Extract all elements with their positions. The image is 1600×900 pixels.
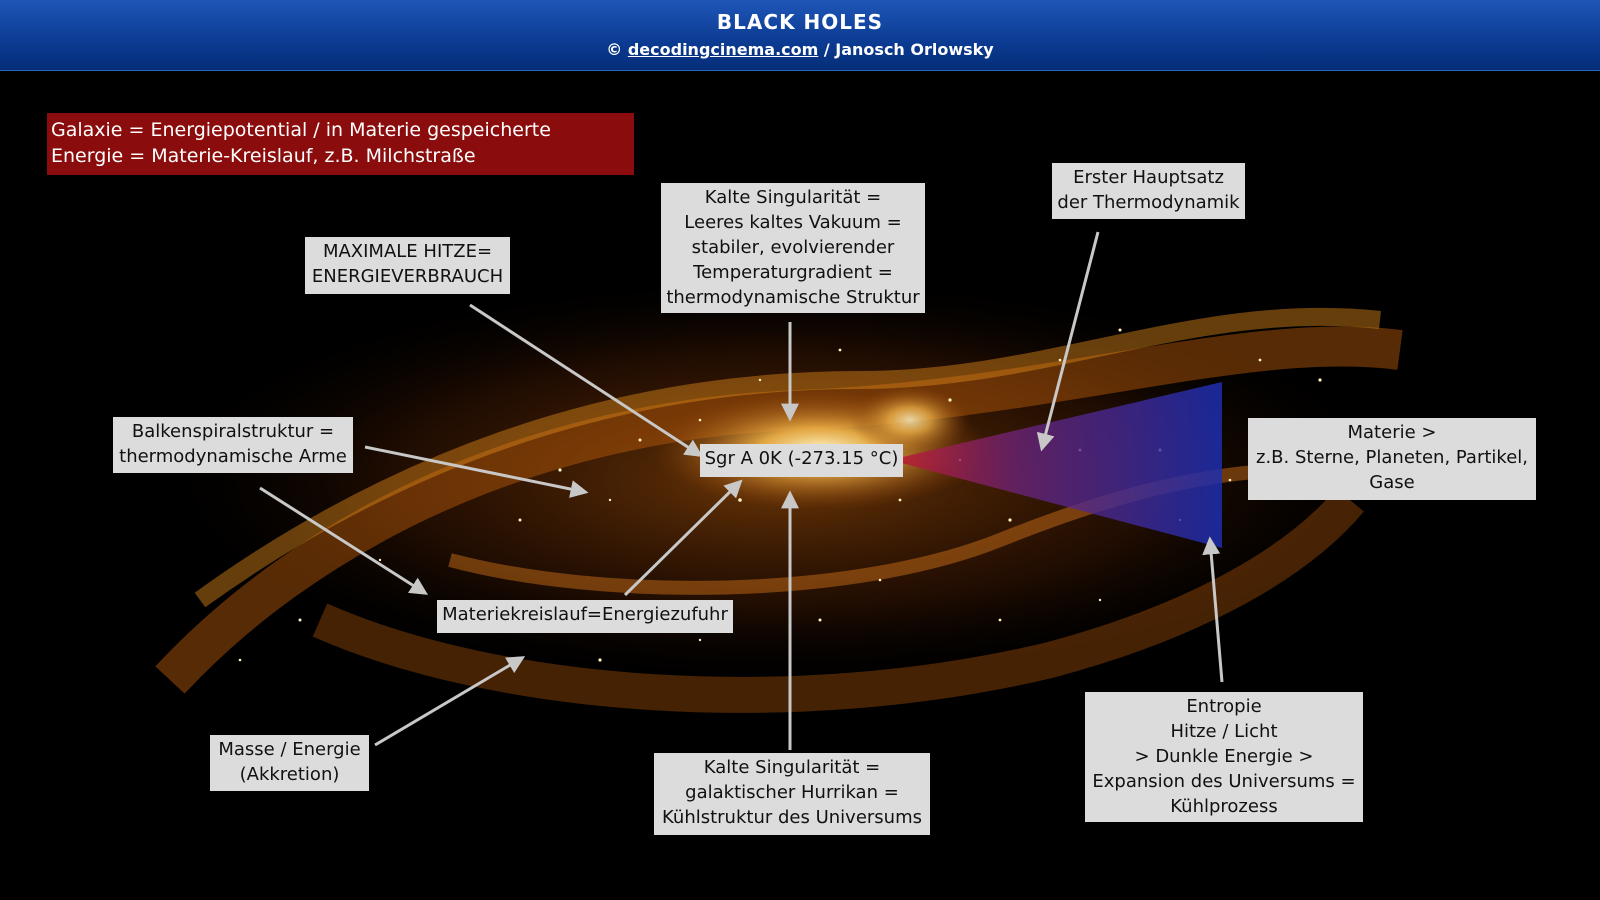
arrow-max-heat bbox=[469, 303, 704, 457]
arrow-entropy bbox=[1202, 536, 1224, 683]
credit-suffix: / Janosch Orlowsky bbox=[818, 40, 994, 59]
credit-line: © decodingcinema.com / Janosch Orlowsky bbox=[0, 40, 1600, 59]
intro-box: Galaxie = Energiepotential / in Materie … bbox=[47, 113, 634, 175]
arrow-bar-spiral-lower bbox=[259, 486, 429, 595]
label-first-law: Erster Hauptsatz der Thermodynamik bbox=[1052, 163, 1245, 219]
label-mass-energy: Masse / Energie (Akkretion) bbox=[210, 735, 369, 791]
header-bar: BLACK HOLES © decodingcinema.com / Janos… bbox=[0, 0, 1600, 71]
galaxy-diagram: Galaxie = Energiepotential / in Materie … bbox=[0, 70, 1600, 900]
connector-arrows bbox=[259, 231, 1224, 750]
label-matter-cycle: Materiekreislauf=Energiezufuhr bbox=[437, 600, 733, 633]
label-sgr-a: Sgr A 0K (-273.15 °C) bbox=[700, 444, 903, 477]
label-max-heat: MAXIMALE HITZE= ENERGIEVERBRAUCH bbox=[305, 237, 510, 294]
galaxy-illustration bbox=[140, 231, 1420, 750]
page-title: BLACK HOLES bbox=[716, 10, 884, 34]
arrow-mass-energy bbox=[374, 656, 526, 747]
credit-link[interactable]: decodingcinema.com bbox=[627, 40, 819, 59]
label-matter: Materie > z.B. Sterne, Planeten, Partike… bbox=[1248, 418, 1536, 500]
arrow-matter-cycle-up bbox=[623, 479, 743, 597]
credit-prefix: © bbox=[606, 40, 628, 59]
label-cold-singularity-bottom: Kalte Singularität = galaktischer Hurrik… bbox=[654, 753, 930, 835]
galaxy-body bbox=[140, 270, 1420, 713]
arrow-first-law bbox=[1036, 231, 1100, 452]
energy-cone bbox=[890, 382, 1222, 548]
label-bar-spiral: Balkenspiralstruktur = thermodynamische … bbox=[113, 417, 353, 473]
label-entropy: Entropie Hitze / Licht > Dunkle Energie … bbox=[1085, 692, 1363, 822]
arrow-bar-spiral bbox=[364, 445, 589, 498]
label-cold-singularity-top: Kalte Singularität = Leeres kaltes Vakuu… bbox=[661, 183, 925, 313]
